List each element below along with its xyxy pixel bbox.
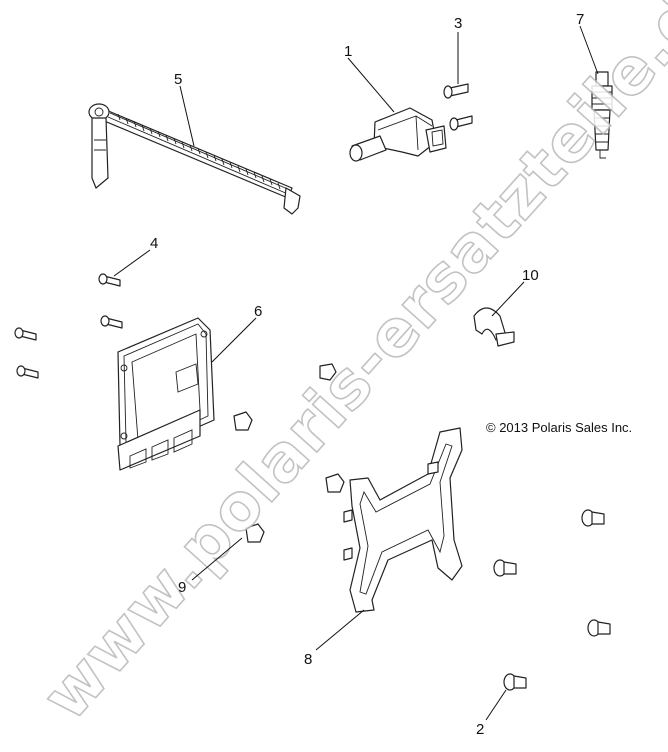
part-5-ignition-lead bbox=[88, 103, 301, 215]
copyright-notice: © 2013 Polaris Sales Inc. bbox=[486, 420, 632, 435]
part-7-spark-plug bbox=[591, 71, 613, 159]
part-3-bolts bbox=[443, 83, 473, 131]
callout-1: 1 bbox=[344, 43, 352, 60]
callout-5: 5 bbox=[174, 71, 182, 88]
part-10-clamp bbox=[473, 307, 515, 347]
callout-2: 2 bbox=[476, 721, 484, 738]
callout-10: 10 bbox=[522, 267, 539, 284]
callout-3: 3 bbox=[454, 15, 462, 32]
leader-lines bbox=[113, 25, 599, 721]
callout-7: 7 bbox=[576, 11, 584, 28]
part-4-screws bbox=[14, 273, 123, 379]
part-9-nuts bbox=[233, 363, 345, 543]
callout-9: 9 bbox=[178, 579, 186, 596]
part-1-ignition-coil bbox=[349, 107, 447, 162]
callout-4: 4 bbox=[150, 235, 158, 252]
part-8-bracket bbox=[343, 427, 463, 613]
part-6-ecu bbox=[117, 317, 215, 471]
callout-8: 8 bbox=[304, 651, 312, 668]
callout-6: 6 bbox=[254, 303, 262, 320]
part-2-screws bbox=[493, 509, 611, 691]
